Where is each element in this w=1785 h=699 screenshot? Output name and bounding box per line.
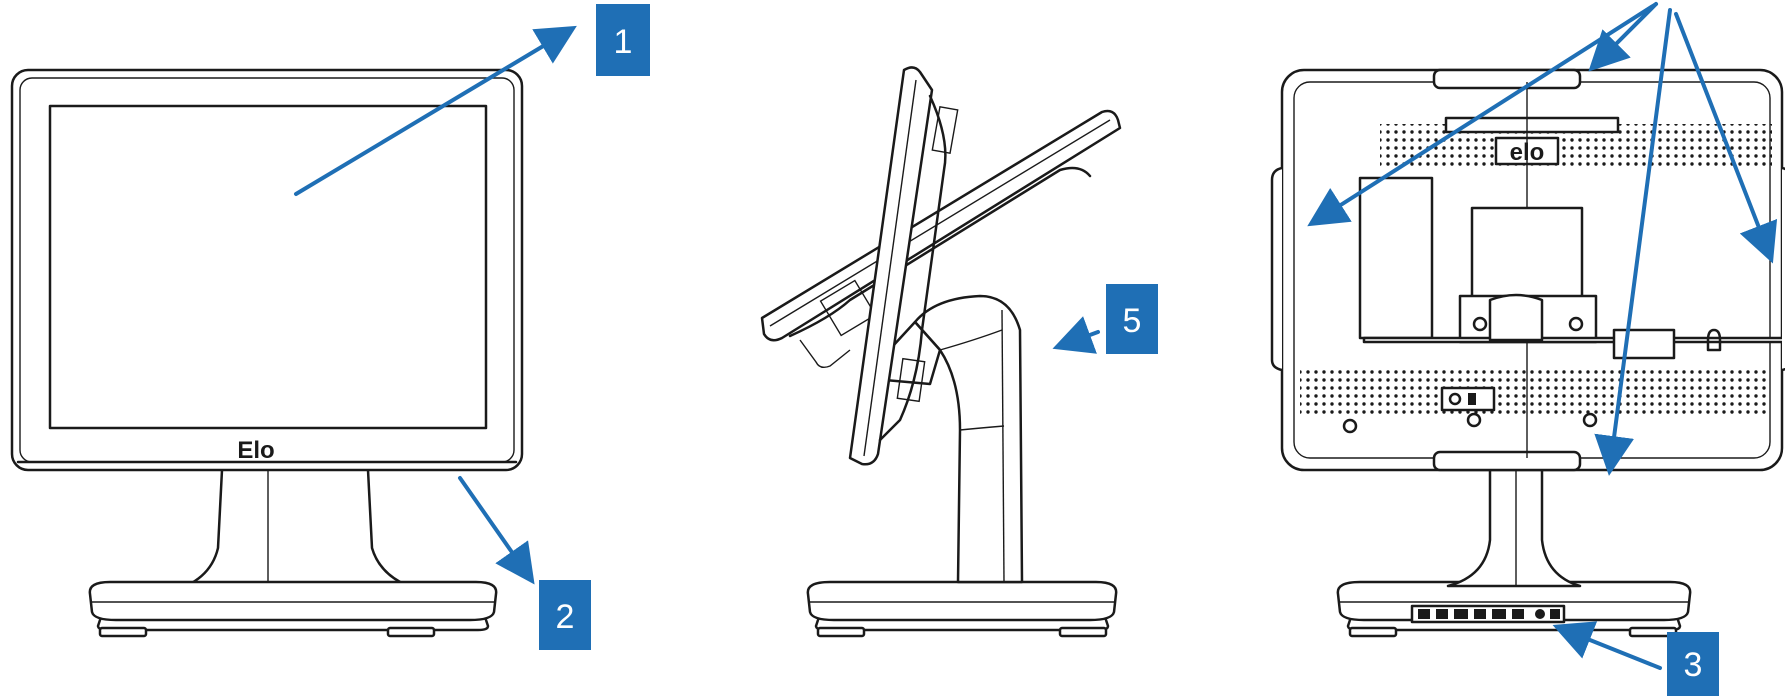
- callout-5-number: 5: [1123, 302, 1142, 340]
- front-logo: Elo: [237, 437, 274, 464]
- front-stand-base: [88, 580, 498, 622]
- callout-1-box: [596, 4, 650, 76]
- arrow-4b: [1588, 2, 1658, 72]
- callout-1: 1: [596, 4, 650, 76]
- rear-io-ports: [1410, 604, 1566, 624]
- rear-view: elo: [1270, 68, 1785, 638]
- arrow-4d: [1674, 12, 1778, 264]
- callout-2-number: 2: [556, 598, 575, 636]
- callout-1-number: 1: [614, 23, 633, 61]
- callout-5: 5: [1106, 284, 1158, 354]
- callout-3-box: [1667, 632, 1719, 696]
- callout-3: 3: [1667, 632, 1719, 696]
- arrow-5: [1052, 316, 1100, 354]
- callout-arrows: [294, 2, 1778, 670]
- front-screen: [48, 104, 488, 430]
- callout-2: 2: [539, 580, 591, 650]
- callout-5-box: [1106, 284, 1158, 354]
- arrow-3: [1552, 621, 1662, 670]
- rear-vent-bottom: [1300, 366, 1770, 414]
- callout-3-number: 3: [1684, 646, 1703, 684]
- front-view: Elo: [10, 68, 524, 638]
- front-stand-neck: [166, 468, 430, 594]
- arrow-1: [294, 25, 577, 196]
- side-stand-base: [806, 580, 1118, 622]
- arrow-2: [458, 476, 535, 585]
- side-view: [760, 66, 1122, 638]
- arrow-4c: [1594, 8, 1672, 476]
- side-stand-column: [913, 294, 1024, 584]
- callout-2-box: [539, 580, 591, 650]
